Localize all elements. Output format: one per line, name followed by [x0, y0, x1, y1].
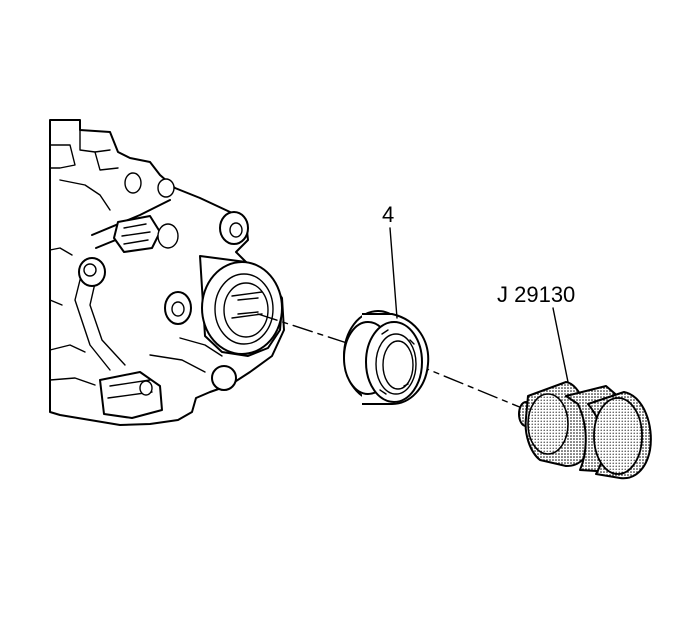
oil-seal — [343, 310, 430, 405]
callout-tool: J 29130 — [497, 282, 575, 383]
callout-seal-number: 4 — [382, 202, 394, 227]
callout-tool-number: J 29130 — [497, 282, 575, 307]
alignment-centerline — [257, 313, 523, 409]
transfer-case-housing — [49, 119, 285, 426]
seal-installer-tool — [518, 381, 652, 480]
callout-tool-leader — [552, 307, 569, 383]
callout-seal: 4 — [382, 202, 398, 319]
callout-seal-leader — [389, 227, 398, 319]
